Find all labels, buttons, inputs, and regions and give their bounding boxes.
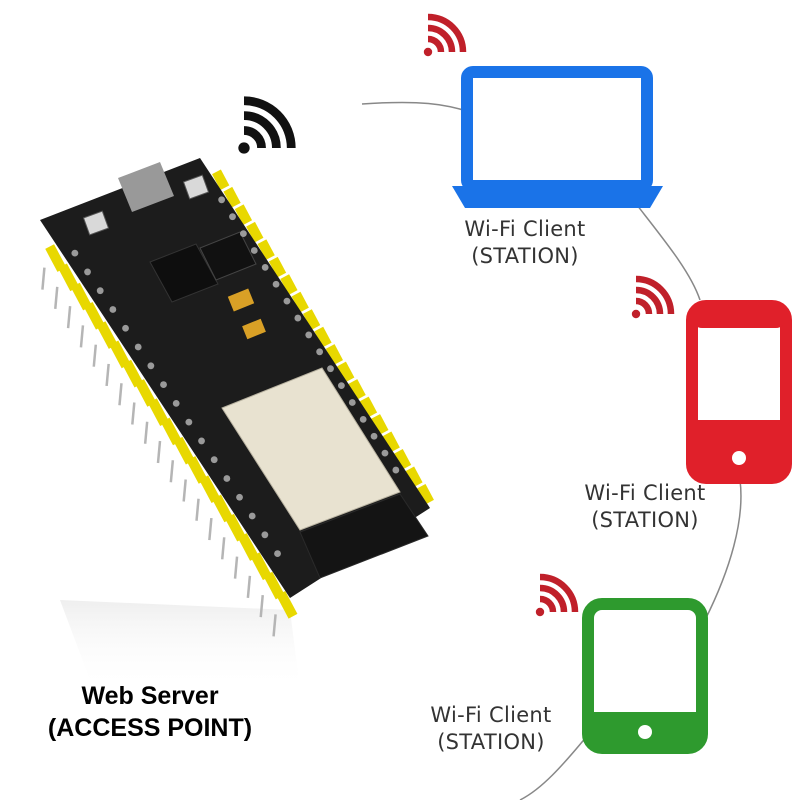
capacitor bbox=[242, 318, 266, 340]
server-label: Web Server (ACCESS POINT) bbox=[20, 680, 280, 744]
client-label-tablet: Wi-Fi Client (STATION) bbox=[396, 702, 586, 756]
usb-chip bbox=[149, 243, 219, 303]
server-label-line2: (ACCESS POINT) bbox=[47, 714, 253, 742]
client-label-phone: Wi-Fi Client (STATION) bbox=[550, 480, 740, 534]
esp-wroom-module bbox=[221, 367, 401, 531]
capacitor bbox=[227, 288, 255, 312]
tablet-icon bbox=[582, 598, 708, 754]
client-label-line2: (STATION) bbox=[591, 508, 699, 532]
wifi-icon bbox=[238, 96, 296, 154]
client-label-line2: (STATION) bbox=[471, 244, 579, 268]
boot-button bbox=[182, 174, 210, 200]
en-button bbox=[82, 210, 110, 236]
smartphone-icon bbox=[686, 300, 792, 484]
client-label-line2: (STATION) bbox=[437, 730, 545, 754]
wifi-icon bbox=[631, 275, 675, 319]
wifi-icon bbox=[423, 13, 467, 57]
client-label-line1: Wi-Fi Client bbox=[430, 703, 552, 727]
server-label-line1: Web Server bbox=[81, 682, 219, 710]
usb-connector bbox=[118, 162, 174, 212]
wifi-icon bbox=[535, 573, 579, 617]
esp32-board bbox=[40, 158, 434, 637]
laptop-icon bbox=[452, 66, 663, 208]
connection-line bbox=[361, 101, 742, 800]
regulator bbox=[199, 231, 257, 281]
board-reflection bbox=[60, 600, 300, 690]
board-pads bbox=[71, 196, 400, 557]
client-label-laptop: Wi-Fi Client (STATION) bbox=[430, 216, 620, 270]
antenna bbox=[299, 493, 429, 579]
client-label-line1: Wi-Fi Client bbox=[584, 481, 706, 505]
pin-header-left bbox=[41, 244, 298, 637]
pin-header-right bbox=[212, 169, 434, 505]
client-label-line1: Wi-Fi Client bbox=[464, 217, 586, 241]
